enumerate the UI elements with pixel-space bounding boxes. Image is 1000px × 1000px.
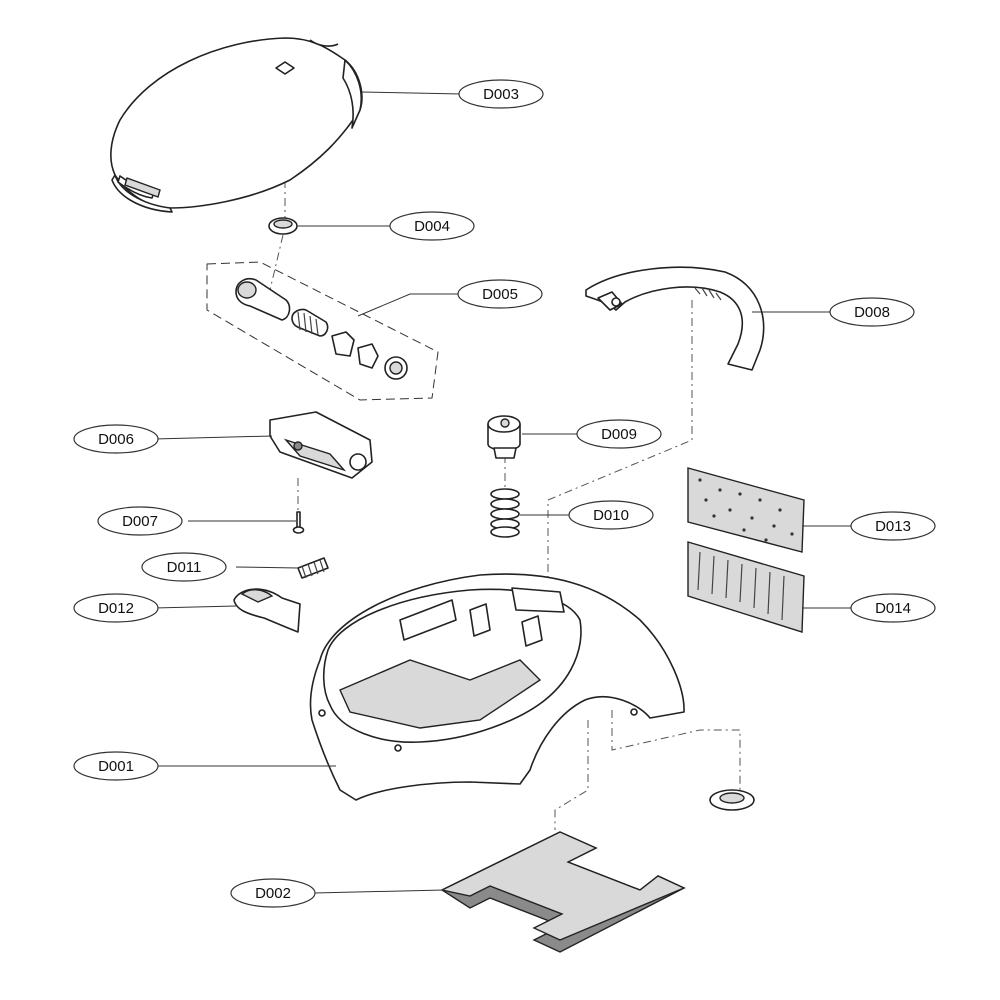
part-foot-washer — [709, 789, 755, 811]
callout-d004: D004 — [389, 211, 475, 241]
callout-d014-label: D014 — [875, 600, 911, 617]
part-d004-washer — [268, 217, 298, 235]
callout-d013: D013 — [850, 511, 936, 541]
callout-d007-label: D007 — [122, 513, 158, 530]
callout-d014: D014 — [850, 593, 936, 623]
callout-d012-label: D012 — [98, 600, 134, 617]
callout-d003: D003 — [458, 79, 544, 109]
part-d009-cap — [487, 415, 521, 459]
callout-d003-label: D003 — [483, 86, 519, 103]
part-d002-base-plate — [439, 831, 686, 953]
callout-d008: D008 — [829, 297, 915, 327]
part-d010-spring — [490, 488, 520, 538]
guide-lines — [269, 180, 741, 830]
callout-d010-label: D010 — [593, 507, 629, 524]
callout-d005-label: D005 — [482, 286, 518, 303]
callout-d006: D006 — [73, 424, 159, 454]
callout-d006-label: D006 — [98, 431, 134, 448]
callout-d002: D002 — [230, 878, 316, 908]
part-d012-latch — [233, 588, 301, 633]
callout-d011-label: D011 — [167, 559, 202, 576]
part-d005-valve-assembly — [206, 261, 439, 401]
part-d003-top-cover — [110, 37, 363, 213]
part-d008-handle — [585, 266, 765, 371]
callout-d009: D009 — [576, 419, 662, 449]
callout-d009-label: D009 — [601, 426, 637, 443]
part-d007-screw — [292, 511, 305, 534]
part-d013-filter — [687, 467, 805, 553]
callout-d007: D007 — [97, 506, 183, 536]
part-d011-spring — [297, 557, 329, 579]
callout-d001: D001 — [73, 751, 159, 781]
callout-d002-label: D002 — [255, 885, 291, 902]
callout-d012: D012 — [73, 593, 159, 623]
callout-d013-label: D013 — [875, 518, 911, 535]
part-d014-filter — [687, 541, 805, 633]
callout-d001-label: D001 — [98, 758, 134, 775]
part-d001-main-body — [309, 573, 685, 801]
leader-lines — [153, 91, 852, 894]
callout-d005: D005 — [457, 279, 543, 309]
callout-d004-label: D004 — [414, 218, 450, 235]
callout-d011: D011 — [141, 552, 227, 582]
callout-d008-label: D008 — [854, 304, 890, 321]
callout-d010: D010 — [568, 500, 654, 530]
part-d006-bracket — [269, 411, 373, 479]
